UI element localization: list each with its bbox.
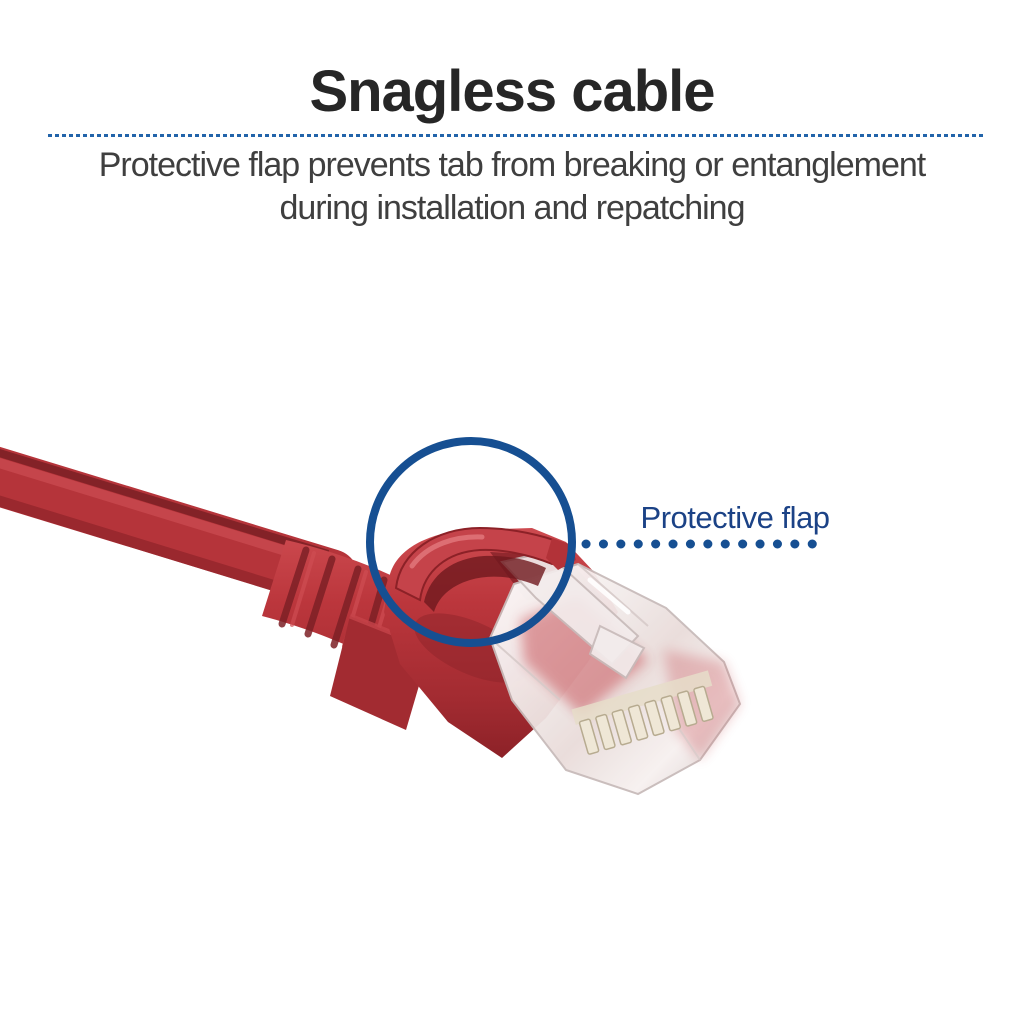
annotation-circle: [366, 437, 576, 647]
rj45-connector: [488, 562, 742, 796]
separator-dotted-line: [48, 134, 986, 137]
subtitle: Protective flap prevents tab from breaki…: [0, 144, 1024, 230]
page-title: Snagless cable: [309, 59, 715, 124]
subtitle-line-1: Protective flap prevents tab from breaki…: [98, 146, 926, 184]
subtitle-line-2: during installation and repatching: [279, 188, 745, 227]
cable: [0, 446, 359, 607]
protective-flap-label: Protective flap: [640, 500, 830, 535]
connector-pins: [571, 670, 714, 755]
